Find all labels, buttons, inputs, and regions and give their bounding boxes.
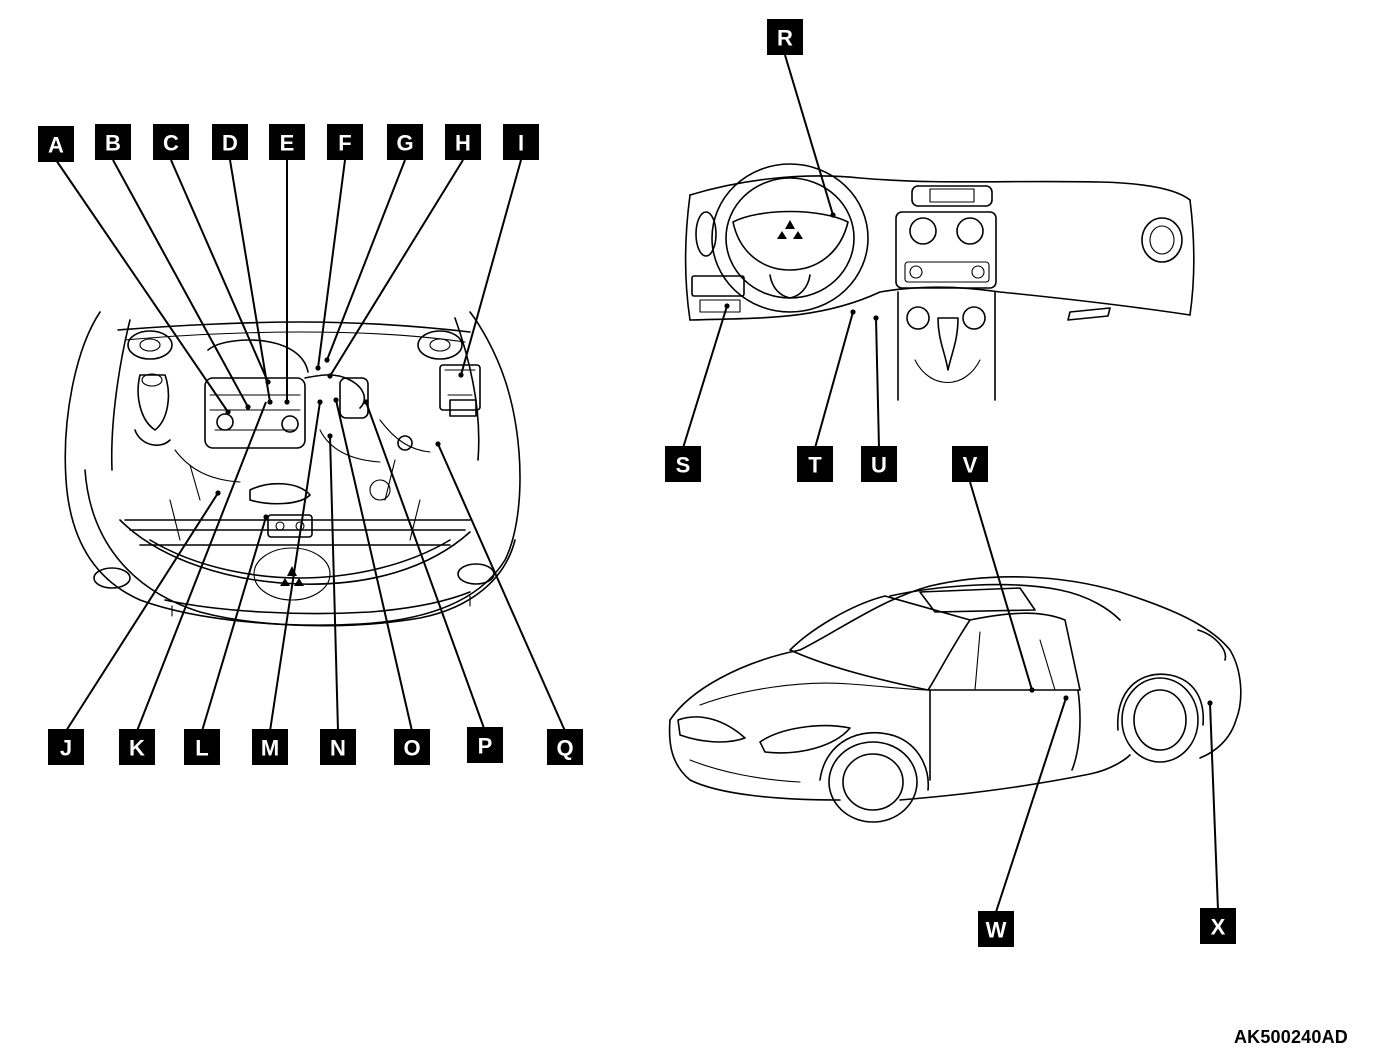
callout-k: K <box>119 729 155 765</box>
callout-f-text: F <box>338 131 351 156</box>
vehicle-exterior-illustration <box>668 576 1242 823</box>
callout-p: P <box>467 727 503 763</box>
callout-d-text: D <box>222 131 238 156</box>
callout-b: B <box>95 124 131 160</box>
callout-p-text: P <box>478 734 493 759</box>
callout-v-text: V <box>963 453 978 478</box>
callout-t: T <box>797 446 833 482</box>
callout-k-text: K <box>129 736 145 761</box>
callout-w-text: W <box>986 918 1007 943</box>
callout-q-text: Q <box>556 736 573 761</box>
callout-l: L <box>184 729 220 765</box>
callout-h: H <box>445 124 481 160</box>
callout-o-text: O <box>403 736 420 761</box>
instrument-panel-illustration <box>684 163 1195 401</box>
callout-l-text: L <box>195 736 208 761</box>
callout-x: X <box>1200 908 1236 944</box>
callout-u: U <box>861 446 897 482</box>
callout-b-text: B <box>105 131 121 156</box>
callout-c-text: C <box>163 131 179 156</box>
callout-r: R <box>767 19 803 55</box>
callout-r-text: R <box>777 26 793 51</box>
callout-n: N <box>320 729 356 765</box>
callout-labels: A B C D E F G H I J K L M N O P Q R S T … <box>38 19 1236 947</box>
callout-v: V <box>952 446 988 482</box>
callout-o: O <box>394 729 430 765</box>
callout-e-text: E <box>280 131 295 156</box>
engine-compartment-illustration <box>64 311 521 627</box>
callout-s: S <box>665 446 701 482</box>
callout-a-text: A <box>48 133 64 158</box>
callout-n-text: N <box>330 736 346 761</box>
callout-x-text: X <box>1211 915 1226 940</box>
callout-t-text: T <box>808 453 822 478</box>
callout-a: A <box>38 126 74 162</box>
callout-m-text: M <box>261 736 279 761</box>
callout-s-text: S <box>676 453 691 478</box>
callout-g: G <box>387 124 423 160</box>
callout-m: M <box>252 729 288 765</box>
leader-lines <box>55 54 1219 913</box>
callout-g-text: G <box>396 131 413 156</box>
callout-q: Q <box>547 729 583 765</box>
callout-w: W <box>978 911 1014 947</box>
callout-i-text: I <box>518 131 524 156</box>
figure-code: AK500240AD <box>1233 1027 1348 1047</box>
callout-j: J <box>48 729 84 765</box>
callout-u-text: U <box>871 453 887 478</box>
callout-f: F <box>327 124 363 160</box>
callout-d: D <box>212 124 248 160</box>
callout-c: C <box>153 124 189 160</box>
callout-e: E <box>269 124 305 160</box>
callout-h-text: H <box>455 131 471 156</box>
callout-j-text: J <box>60 736 72 761</box>
callout-i: I <box>503 124 539 160</box>
